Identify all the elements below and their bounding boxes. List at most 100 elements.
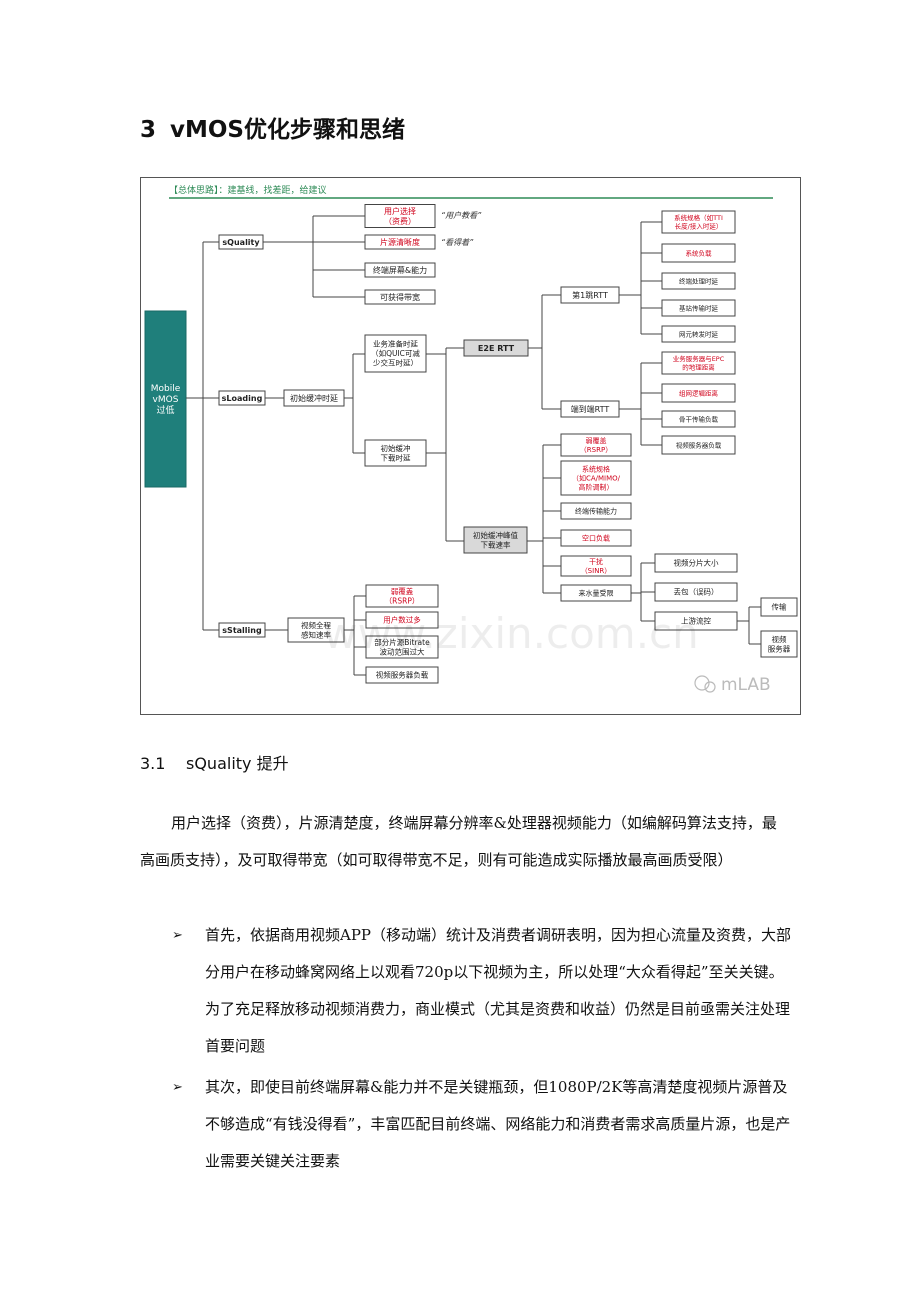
diagram-box [661,210,736,234]
box-text: 基站传输时延 [679,303,719,312]
diagram-box [661,383,736,403]
box-text: （资费） [384,216,416,226]
box-text: 上游流控 [681,616,711,626]
subsection-number: 3.1 [140,754,166,773]
box-text: 骨干传输负载 [679,414,719,423]
root-text: Mobile [151,384,181,394]
box-text: （SINR） [581,567,612,575]
box-text: 下载时延 [381,452,411,462]
box-text: 高阶调制） [579,483,614,492]
box-text: 初始缓冲 [381,443,411,453]
wechat-logo-icon [694,675,710,691]
diagram-box [661,272,736,290]
box-text: 来水量受限 [579,589,614,598]
box-text: （如CA/MIMO/ [572,474,621,483]
diagram-box [661,243,736,263]
root-text: 过低 [156,404,174,416]
diagram-box [661,410,736,428]
box-text: sQuality [222,238,260,247]
box-text: 长度/接入时延） [675,222,723,231]
bullet-text: 首先，依据商用视频APP（移动端）统计及消费者调研表明，因为担心流量及资费，大部… [205,926,792,1055]
diagram-box [661,325,736,343]
diagram-box [364,334,427,373]
box-text: 干扰 [589,557,603,566]
diagram-header: 【总体思路】：建基线，找差距，给建议 [169,184,327,196]
box-text: 片源清晰度 [380,237,420,247]
box-text: 业务服务器与EPC [673,354,725,363]
diagram-box [463,526,528,554]
box-text: 少交互时延） [373,358,418,368]
arrow-bullet-icon: ➢ [172,928,183,943]
diagram-box [364,262,436,278]
diagram-box [560,555,632,577]
root-text: vMOS [153,395,179,405]
watermark-text: www.zixin.com.cn [323,609,699,658]
bullet-item: ➢ 其次，即使目前终端屏幕&能力并不是关键瓶颈，但1080P/2K等高清楚度视频片… [172,1069,792,1180]
box-text: 视频服务器负载 [376,670,429,680]
diagram-box [560,502,632,520]
box-text: 终端处理时延 [679,276,719,285]
box-text: 网元转发时延 [679,329,719,338]
box-text: 初始缓冲峰值 [473,530,518,540]
box-text: 空口负载 [582,534,610,543]
box-text: 终端屏幕&能力 [373,265,427,275]
box-text: 业务准备时延 [373,339,418,349]
box-text: 系统规格（如TTI [674,213,723,222]
box-text: 可获得带宽 [380,292,420,302]
box-text: （RSRP） [385,596,420,605]
root-box [144,310,187,488]
diagram-box [365,584,439,608]
note-text: “看得着” [441,238,474,247]
box-text: （如QUIC可减 [371,348,420,358]
diagram-box [364,234,436,250]
box-text: 终端传输能力 [575,507,617,516]
diagram-box [760,630,798,658]
box-text: 初始缓冲时延 [290,393,338,403]
subsection-title: sQuality 提升 [186,754,289,773]
box-text: 服务器 [768,643,791,653]
box-text: 视频 [772,634,787,644]
diagram-box [560,433,632,457]
box-text: （RSRP） [580,446,612,454]
subsection-heading: 3.1 sQuality 提升 [140,750,289,774]
box-text: E2E RTT [478,344,515,353]
box-text: 弱覆盖 [586,436,607,445]
diagram-box [560,529,632,547]
diagram-box [661,299,736,317]
diagram-box [365,666,439,684]
box-text: 波动范围过大 [380,646,425,656]
box-text: 用户选择 [384,206,416,216]
section-number: 3 [140,117,157,143]
box-text: sLoading [222,394,263,403]
box-text: 系统规格 [582,465,610,474]
box-text: 系统负载 [686,248,713,257]
diagram-box [364,204,436,228]
box-text: 第1跳RTT [572,290,608,300]
intro-paragraph: 用户选择（资费），片源清楚度，终端屏幕分辨率&处理器视频能力（如编解码算法支持，… [140,814,777,869]
diagram-box [365,611,439,629]
diagram-box [560,460,632,496]
diagram-box [661,435,736,455]
bullet-item: ➢ 首先，依据商用视频APP（移动端）统计及消费者调研表明，因为担心流量及资费，大… [172,917,792,1065]
diagram-box [365,635,439,659]
box-text: sStalling [222,626,262,635]
diagram-box [287,617,345,643]
box-text: 丢包（误码） [674,587,719,597]
box-text: 端到端RTT [571,404,610,414]
diagram-box [760,597,798,617]
diagram-box [364,439,427,467]
box-text: 部分片源Bitrate [374,637,430,647]
diagram-box [654,553,738,573]
wechat-logo-icon [704,681,716,693]
box-text: 感知速率 [301,629,331,639]
box-text: 弱覆盖 [391,586,414,596]
box-text: 传输 [772,602,787,612]
box-text: 用户数过多 [383,615,421,625]
box-text: 的地理距离 [682,363,715,372]
arrow-bullet-icon: ➢ [172,1080,183,1095]
bullet-text: 其次，即使目前终端屏幕&能力并不是关键瓶颈，但1080P/2K等高清楚度视频片源… [205,1078,791,1170]
box-text: 组网逻辑距离 [679,388,719,397]
diagram-box [661,351,736,375]
